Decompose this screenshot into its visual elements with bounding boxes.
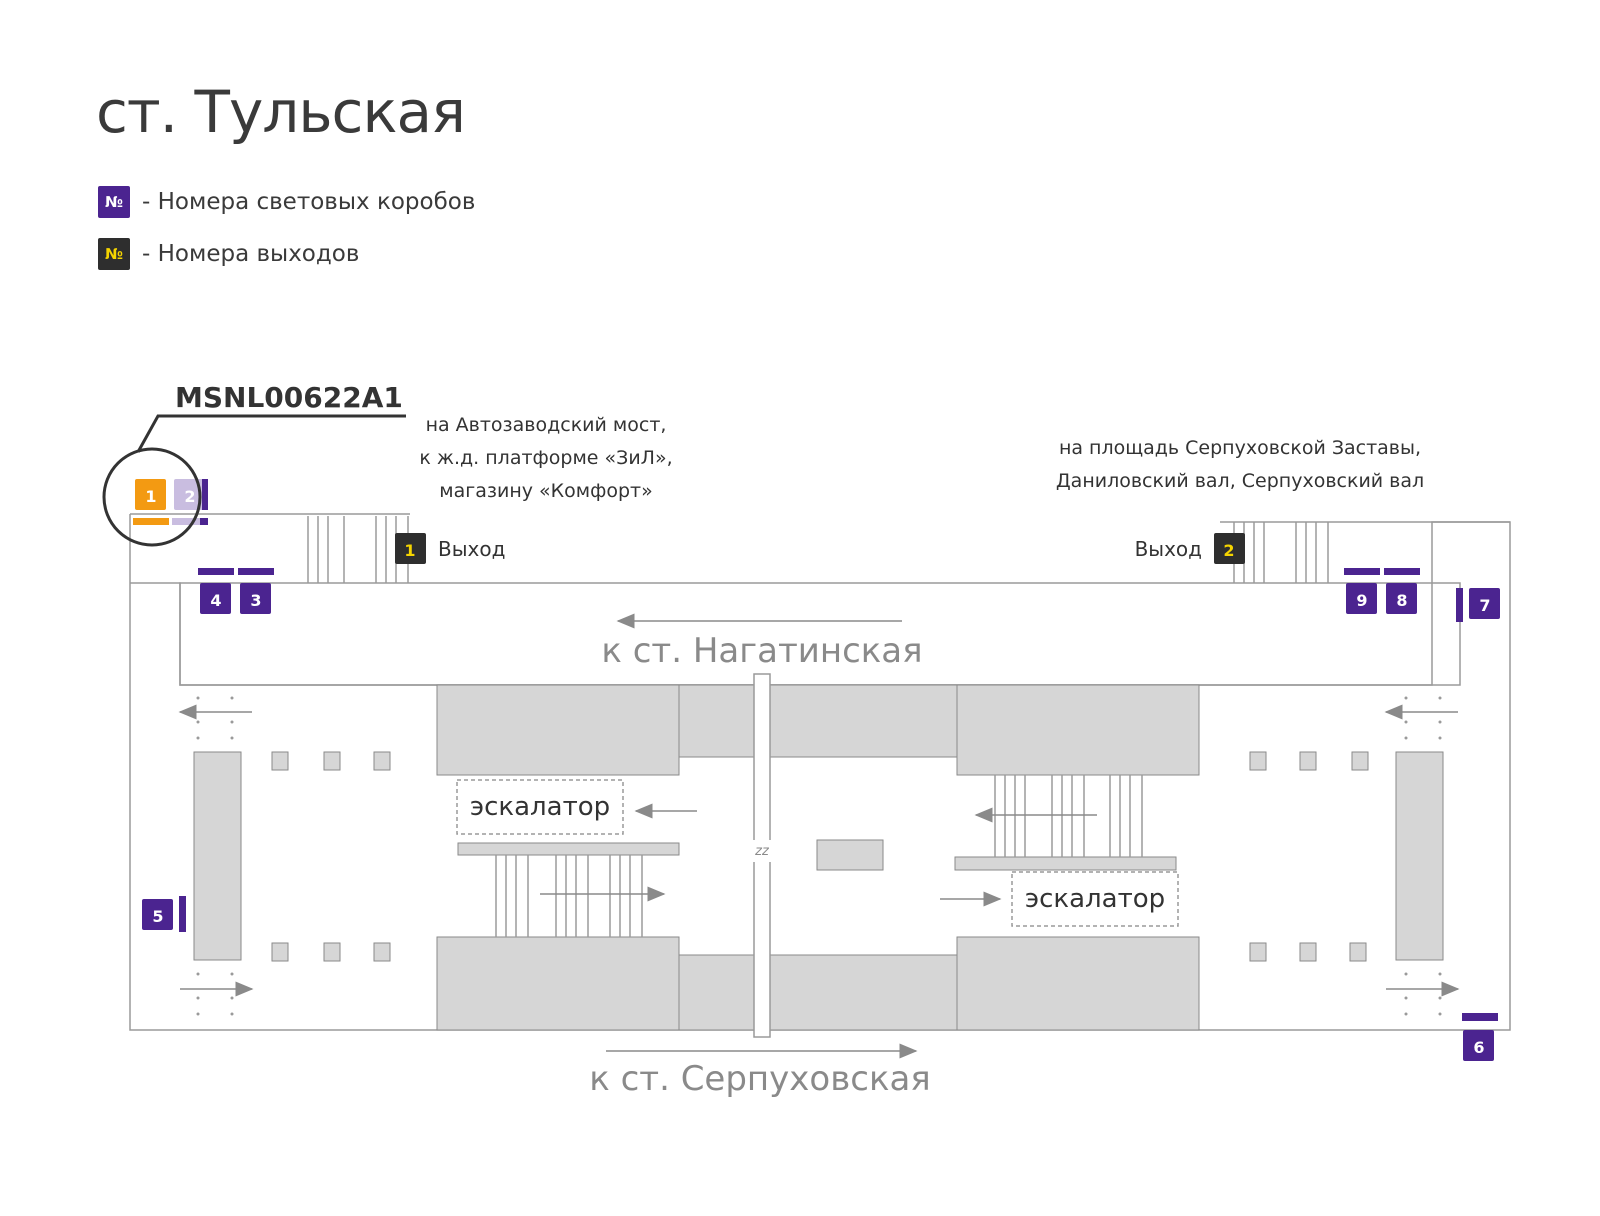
lightbox-2: 2 [172, 479, 208, 525]
exit-1-badge: 1 [395, 533, 426, 564]
platform-blocks [193, 684, 1444, 1031]
stairs-exit-2 [1233, 522, 1329, 583]
highlight-circle [102, 447, 202, 547]
page-title: ст. Тульская [96, 78, 466, 146]
exit-2-destination-line1: на площадь Серпуховской Заставы, [1059, 437, 1421, 459]
direction-south: к ст. Серпуховская [589, 1059, 931, 1099]
track-divider [750, 673, 774, 1038]
legend-exits-label: - Номера выходов [142, 241, 360, 267]
escalator-left-steps [495, 855, 643, 937]
escalator-label-left: эскалатор [470, 792, 610, 822]
lightbox-1: 1 [133, 479, 169, 525]
direction-arrows [178, 613, 1460, 1059]
stairs-exit-1 [307, 516, 409, 583]
legend-exits: № - Номера выходов [98, 238, 359, 270]
svg-text:2: 2 [184, 487, 195, 506]
svg-text:6: 6 [1473, 1038, 1484, 1057]
lightbox-4: 4 [198, 568, 234, 614]
svg-text:7: 7 [1479, 596, 1490, 615]
escalator-label-box-left [456, 779, 624, 835]
svg-text:3: 3 [250, 591, 261, 610]
lightbox-8: 8 [1384, 568, 1420, 614]
lightbox-3: 3 [238, 568, 274, 614]
columns [271, 751, 1369, 962]
exit-2-destination-line2: Даниловский вал, Серпуховский вал [1056, 470, 1424, 492]
exit-number-icon: № [98, 238, 130, 270]
svg-text:5: 5 [152, 907, 163, 926]
legend-lightboxes: № - Номера световых коробов [98, 186, 475, 218]
zz-mark: zz [754, 844, 770, 859]
svg-text:2: 2 [1223, 541, 1234, 560]
lightbox-7: 7 [1456, 588, 1500, 622]
lightbox-9: 9 [1344, 568, 1380, 614]
escalator-label-box-right [1011, 871, 1179, 927]
legend-lightboxes-label: - Номера световых коробов [142, 189, 476, 215]
exit-1-destination-line2: к ж.д. платформе «ЗиЛ», [419, 447, 672, 469]
exit-2-label: Выход [1135, 537, 1202, 561]
exit-1-destination-line1: на Автозаводский мост, [426, 414, 667, 436]
svg-text:4: 4 [210, 591, 221, 610]
passage-dots [196, 696, 1442, 1016]
exit-2-badge: 2 [1214, 533, 1245, 564]
lightbox-5: 5 [142, 896, 186, 932]
svg-text:9: 9 [1356, 591, 1367, 610]
escalator-label-right: эскалатор [1025, 884, 1165, 914]
lightbox-number-icon: № [98, 186, 130, 218]
svg-text:1: 1 [145, 487, 156, 506]
callout-line [136, 414, 406, 453]
svg-text:8: 8 [1396, 591, 1407, 610]
escalator-right-steps [994, 775, 1143, 857]
exit-1-destination-line3: магазину «Комфорт» [439, 480, 652, 502]
highlight-code: MSNL00622A1 [175, 381, 403, 414]
lightbox-6: 6 [1462, 1013, 1498, 1061]
direction-north: к ст. Нагатинская [601, 631, 922, 671]
svg-text:1: 1 [404, 541, 415, 560]
exit-1-label: Выход [438, 537, 505, 561]
